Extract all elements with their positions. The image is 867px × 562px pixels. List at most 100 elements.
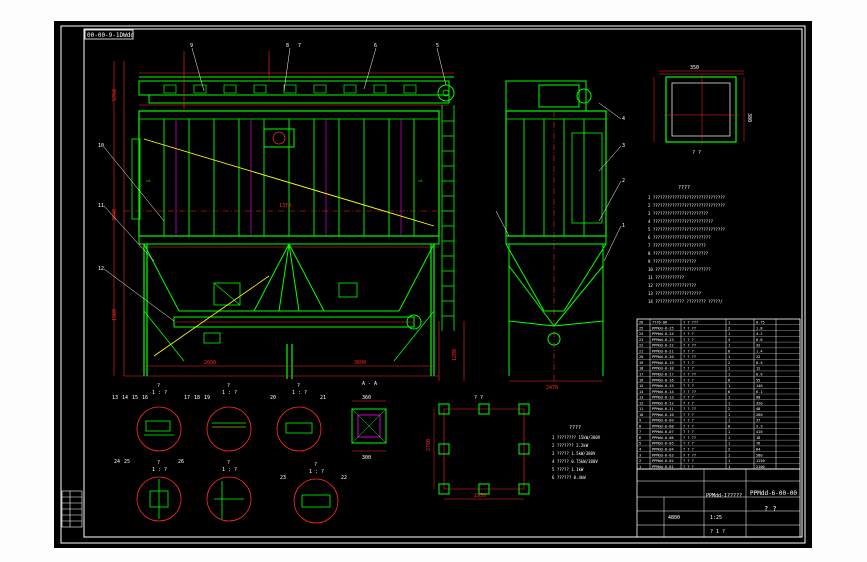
bom-cell: 22 bbox=[639, 344, 643, 348]
front-dimensions bbox=[113, 51, 465, 381]
dim-plan-height: 2700 bbox=[426, 439, 432, 451]
bom-cell: PPMdd-6-08 bbox=[652, 424, 674, 428]
dim-inset-width: 350 bbox=[690, 65, 699, 71]
bom-cell: PPMdd-6-17 bbox=[652, 372, 674, 376]
bom-cell: 1 bbox=[728, 419, 730, 423]
foundation-plan[interactable]: ? ? 2700 1950 bbox=[426, 395, 530, 500]
bom-cell: 3 bbox=[639, 453, 641, 457]
dim-small-b: 300 bbox=[362, 455, 371, 461]
detail-views[interactable] bbox=[136, 406, 339, 524]
callout-6: 6 bbox=[374, 43, 377, 49]
bom-cell: PPMdd-6-04 bbox=[652, 447, 674, 451]
callout-7: 7 bbox=[298, 43, 301, 49]
bom-cell: 48 bbox=[756, 407, 760, 411]
bom-cell: 0.6 bbox=[756, 338, 763, 342]
motor-legend: ???? 1 ???????? 15kW/380V 2 ??????? 2.2k… bbox=[552, 425, 601, 480]
bom-cell: ? ? ? bbox=[683, 401, 694, 405]
bom-cell: ? ? ? bbox=[683, 430, 694, 434]
detail-scale: 1 : ? bbox=[292, 390, 307, 396]
inner-border bbox=[83, 28, 803, 538]
bom-cell: 1 bbox=[728, 367, 730, 371]
cad-drawing-area[interactable]: 00-00-9-1DWdd bbox=[54, 21, 812, 548]
note-line: 10 ??????????????????????? bbox=[648, 267, 711, 272]
bom-cell: PPMdd-6-16 bbox=[652, 378, 674, 382]
bom-cell: ? ? ? bbox=[683, 442, 694, 446]
bom-cell: ? ? ? bbox=[683, 447, 694, 451]
bom-cell: 2100 bbox=[756, 465, 765, 469]
side-elevation[interactable]: 2478 4 3 2 1 bbox=[495, 80, 625, 391]
bom-cell: 1 bbox=[728, 332, 730, 336]
dim-side-width: 2478 bbox=[546, 385, 558, 391]
bom-cell: ? ? ? bbox=[683, 413, 694, 417]
bom-cell: 25 bbox=[639, 326, 643, 330]
notes-title: ???? bbox=[678, 185, 690, 191]
bom-cell: 6 bbox=[728, 378, 730, 382]
bom-cell: 2 bbox=[639, 459, 641, 463]
title-block[interactable]: PPMdd-6-00-00 PPMdd-1????? ? ? 1:25 ? 1 … bbox=[636, 468, 801, 538]
bom-cell: 1 bbox=[728, 430, 730, 434]
weight-value: 4800 bbox=[668, 515, 680, 521]
note-line: 1 ?????????????????????????????? bbox=[648, 195, 726, 200]
legend-line: 1 ???????? 15kW/380V bbox=[552, 435, 601, 440]
svg-text:16: 16 bbox=[142, 395, 148, 401]
svg-text:18: 18 bbox=[194, 395, 200, 401]
bom-cell: 19 bbox=[639, 361, 643, 365]
legend-line: 5 ????? 1.1kW bbox=[552, 467, 584, 472]
bom-cell: 21 bbox=[639, 349, 643, 353]
file-tag-text: 00-00-9-1DWdd bbox=[87, 32, 134, 39]
bom-cell: ? ? ?? bbox=[683, 344, 696, 348]
bom-cell: 1 bbox=[728, 401, 730, 405]
drawing-canvas: 00-00-9-1DWdd bbox=[60, 25, 806, 544]
bom-cell: 6 bbox=[728, 424, 730, 428]
bom-cell: 1 bbox=[639, 465, 641, 469]
inset-top-view[interactable]: 350 380 ? ? bbox=[653, 65, 752, 156]
bom-cell: 4.2 bbox=[756, 332, 763, 336]
legend-title: ???? bbox=[569, 425, 581, 431]
bom-cell: PPMdd-6-06 bbox=[652, 436, 674, 440]
dim-small-a: 360 bbox=[362, 395, 371, 401]
bom-cell: ? ? ? bbox=[683, 378, 694, 382]
front-elevation[interactable]: ⇨ ⇨ bbox=[98, 43, 465, 381]
bom-cell: PPMdd-6-11 bbox=[652, 407, 674, 411]
bom-cell: 1 bbox=[728, 436, 730, 440]
bom-cell: 6 bbox=[728, 390, 730, 394]
detail-label: ? bbox=[314, 462, 317, 468]
bom-cell: PPMdd-6-13 bbox=[652, 396, 674, 400]
bom-cell: 55 bbox=[756, 378, 760, 382]
bom-cell: PPMdd-6-01 bbox=[652, 465, 674, 469]
bom-cell: ? ? ? bbox=[683, 361, 694, 365]
inset-view-label: ? ? bbox=[692, 150, 701, 156]
bom-cell: 410 bbox=[756, 430, 763, 434]
bom-cell: 1 bbox=[728, 413, 730, 417]
bom-cell: ? ? ?? bbox=[683, 436, 696, 440]
bom-cell: 14 bbox=[639, 390, 643, 394]
bom-cell: ? ? ??? bbox=[683, 321, 698, 325]
company-name: PPMdd-1????? bbox=[706, 493, 742, 499]
bom-cell: PPMdd-6-05 bbox=[652, 442, 674, 446]
section-a-a[interactable]: A - A 360 300 bbox=[351, 381, 387, 461]
dim-base-width: 2600 bbox=[204, 360, 216, 366]
bom-cell: 1.8 bbox=[756, 326, 763, 330]
front-callout-leaders bbox=[103, 47, 447, 322]
svg-text:19: 19 bbox=[204, 395, 210, 401]
bom-cell: 64 bbox=[756, 447, 760, 451]
detail-label: ? bbox=[227, 383, 230, 389]
callout-8: 8 bbox=[286, 43, 289, 49]
dim-height-low: 1200 bbox=[452, 349, 458, 361]
bom-cell: 1 bbox=[728, 372, 730, 376]
bom-cell: 2 bbox=[728, 326, 730, 330]
detail-scale: 1 : ? bbox=[222, 390, 237, 396]
side-callout-leaders bbox=[495, 102, 622, 262]
detail-label: ? bbox=[227, 460, 230, 466]
detail-label: ? bbox=[297, 383, 300, 389]
svg-text:24: 24 bbox=[114, 459, 120, 465]
bom-cell: ? ? ? bbox=[683, 332, 694, 336]
svg-text:22: 22 bbox=[341, 475, 347, 481]
bom-cell: PPMdd-6-24 bbox=[652, 332, 674, 336]
plan-label: ? ? bbox=[474, 395, 483, 401]
note-line: 11 ???????????? bbox=[648, 275, 685, 280]
svg-text:26: 26 bbox=[178, 459, 184, 465]
bom-cell: 2 bbox=[728, 361, 730, 365]
bom-cell: 16 bbox=[639, 378, 643, 382]
